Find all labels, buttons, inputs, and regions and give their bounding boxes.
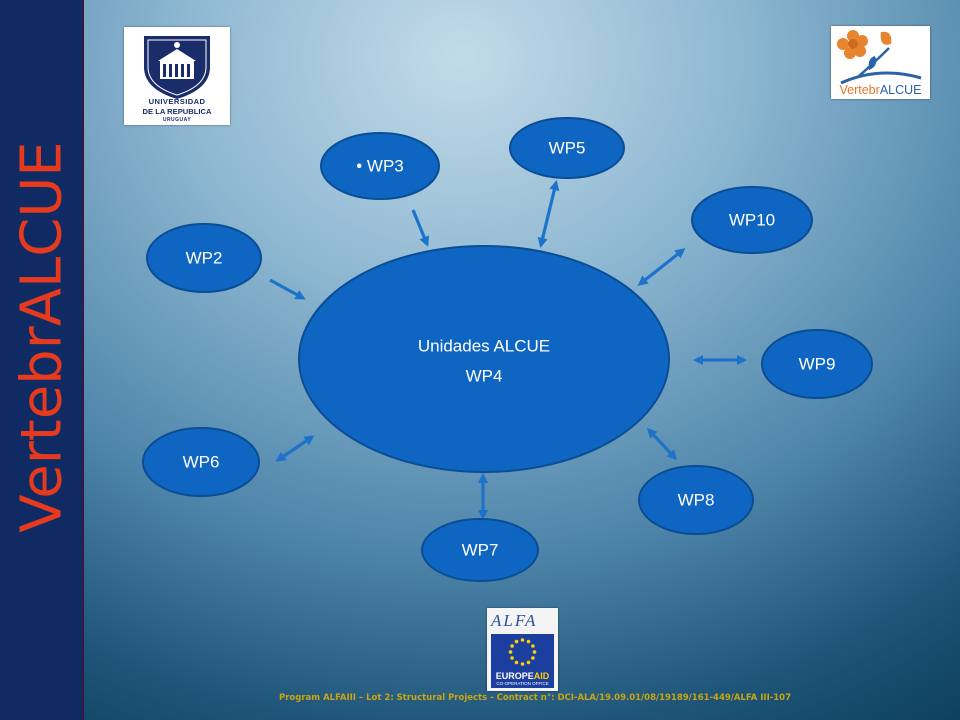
eu-stars-icon <box>508 638 537 666</box>
arrow-wp6 <box>275 435 315 462</box>
arrow-wp3 <box>411 209 430 247</box>
eu-flag-icon <box>491 634 554 670</box>
alfa-europeaid-logo: ALFA EUROPEAID CO-OPERATION OFFICE <box>487 608 558 691</box>
footer-text: Program ALFAIII – Lot 2: Structural Proj… <box>278 693 792 703</box>
udelar-line1: UNIVERSIDAD <box>148 97 206 106</box>
center-label-line1: Unidades ALCUE <box>418 337 550 356</box>
alfa-title: ALFA <box>491 611 538 630</box>
europeaid-word: EUROPE <box>495 671 534 681</box>
node-wp8-label: WP8 <box>678 491 715 510</box>
node-wp3-label: • WP3 <box>356 157 404 176</box>
node-wp9: WP9 <box>761 329 873 399</box>
node-wp2: WP2 <box>146 223 262 293</box>
arrow-wp10 <box>637 248 686 286</box>
node-wp5: WP5 <box>509 117 625 179</box>
node-wp10-label: WP10 <box>729 211 775 230</box>
node-wp6-label: WP6 <box>183 453 220 472</box>
udelar-shield-icon <box>144 36 210 99</box>
side-band: VertebrALCUE <box>0 0 84 720</box>
europeaid-accent: AID <box>533 671 550 681</box>
node-wp9-label: WP9 <box>799 355 836 374</box>
node-wp7: WP7 <box>421 518 539 582</box>
arrows <box>269 180 748 521</box>
center-label-line2: WP4 <box>466 367 503 386</box>
node-wp10: WP10 <box>691 186 813 254</box>
arrow-wp8 <box>646 427 678 461</box>
europeaid-label: EUROPEAID CO-OPERATION OFFICE <box>491 670 554 688</box>
vertebralcue-logo: VertebrALCUE <box>831 26 930 99</box>
vertebralcue-text-part2: ALCUE <box>879 83 922 97</box>
europeaid-subtitle: CO-OPERATION OFFICE <box>496 681 549 686</box>
node-wp2-label: WP2 <box>186 249 223 268</box>
vertebralcue-text-part1: Vertebr <box>839 83 880 97</box>
udelar-line2: DE LA REPUBLICA <box>142 107 212 116</box>
arrow-wp2 <box>269 278 306 300</box>
udelar-line3: URUGUAY <box>162 117 192 123</box>
node-wp5-label: WP5 <box>549 139 586 158</box>
center-node: Unidades ALCUE WP4 <box>298 245 670 473</box>
node-wp3: • WP3 <box>320 132 440 200</box>
node-wp8: WP8 <box>638 465 754 535</box>
vertebralcue-logo-text: VertebrALCUE <box>831 83 930 97</box>
udelar-logo: UNIVERSIDAD DE LA REPUBLICA URUGUAY <box>124 27 230 125</box>
flower-icon <box>837 30 922 85</box>
node-wp7-label: WP7 <box>462 541 499 560</box>
node-wp6: WP6 <box>142 427 260 497</box>
arrow-wp5 <box>537 180 560 248</box>
